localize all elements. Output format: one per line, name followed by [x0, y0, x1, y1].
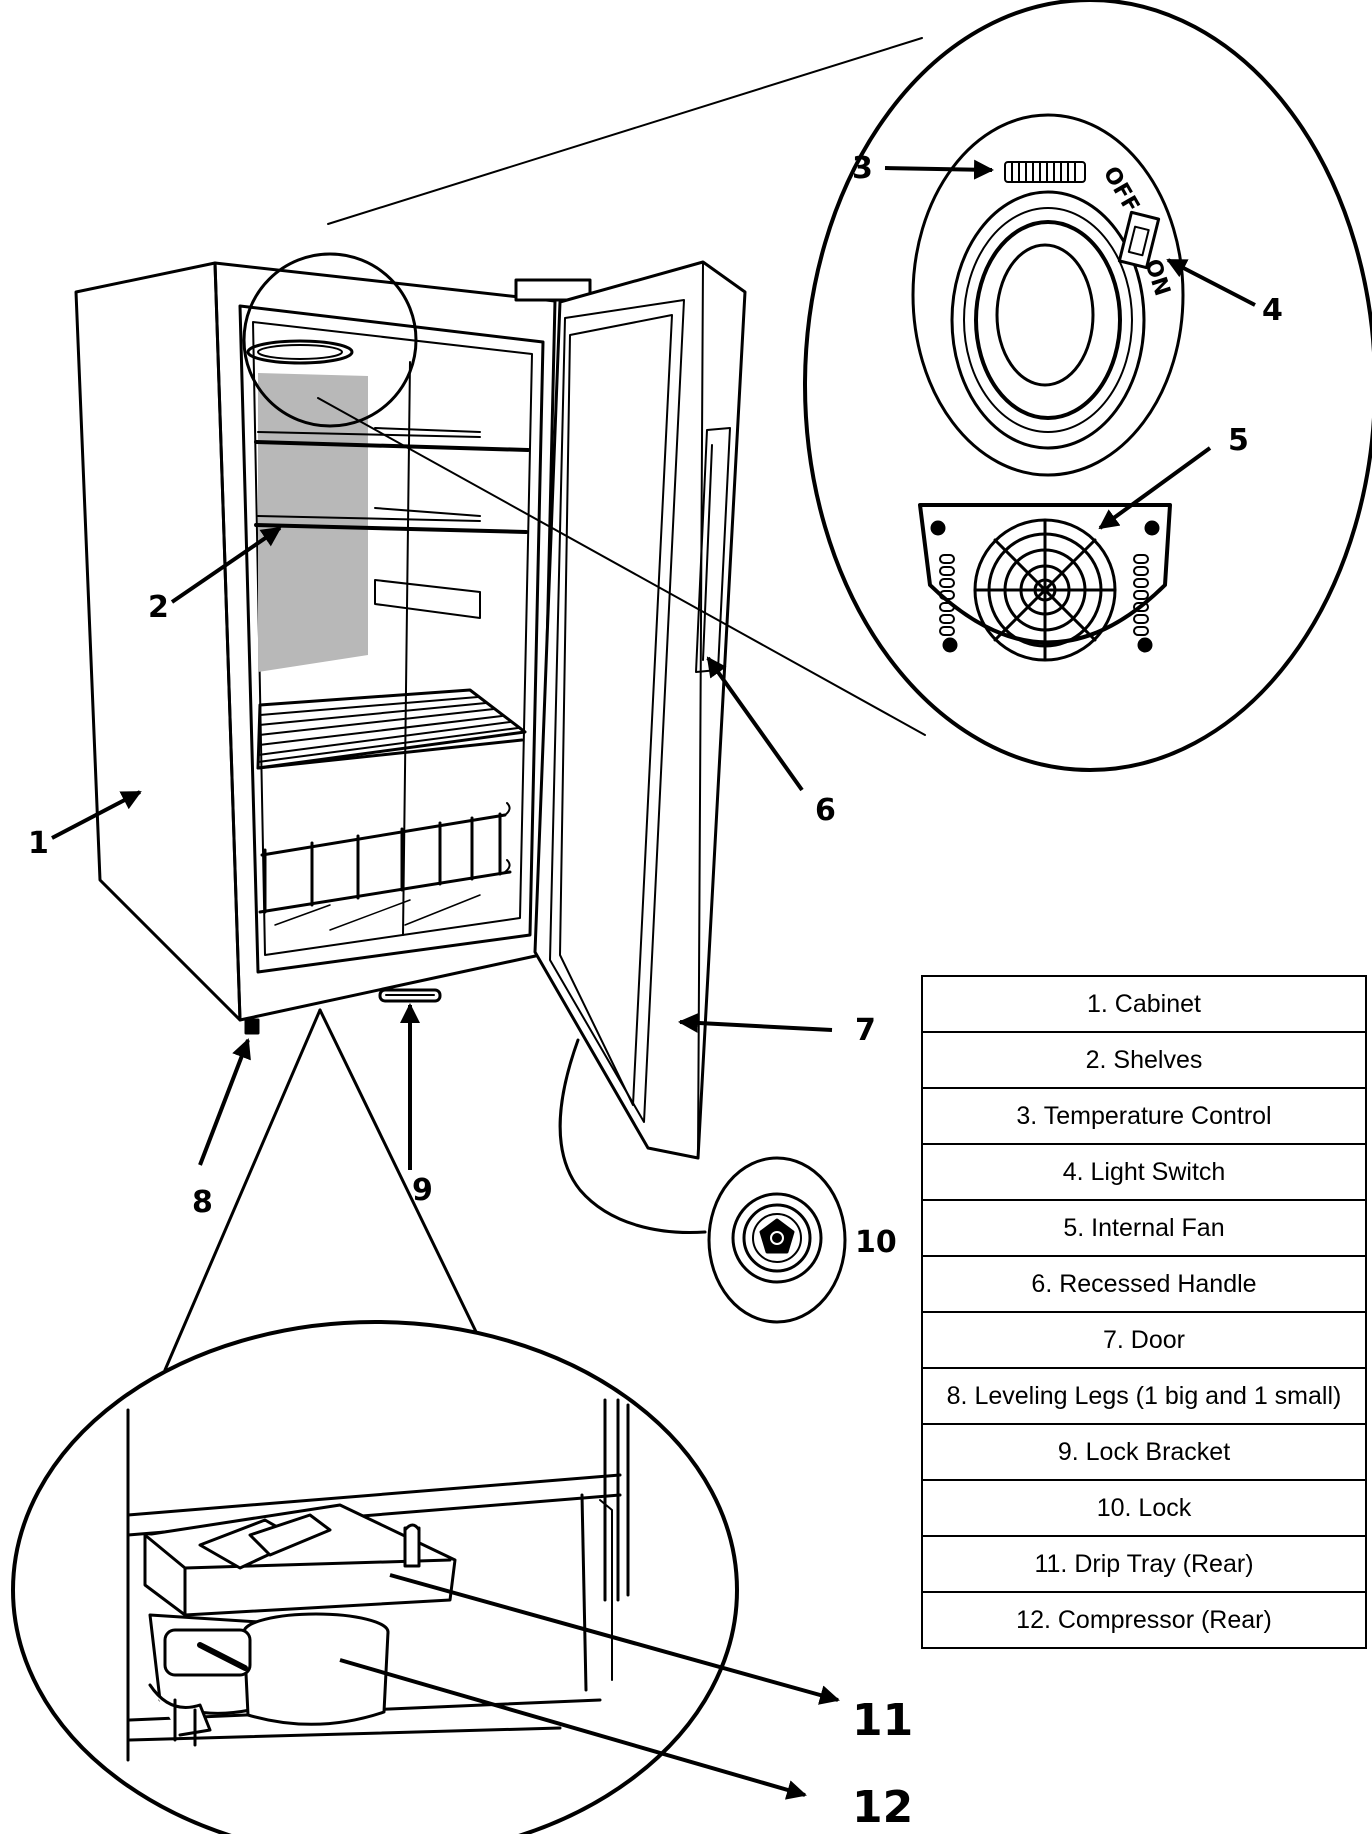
callout-arrow-4: [1166, 258, 1256, 307]
legend-cell: 1. Cabinet: [921, 975, 1367, 1033]
callout-arrow-5: [1098, 446, 1212, 530]
legend-cell: 5. Internal Fan: [921, 1199, 1367, 1257]
callout-label-2: 2: [148, 590, 169, 625]
callout-label-4: 4: [1262, 293, 1283, 328]
light-housing: [246, 339, 354, 365]
lock-leader-line: [558, 1038, 707, 1234]
legend-row: 12. Compressor (Rear): [921, 1591, 1367, 1649]
door-glass: [559, 314, 673, 1106]
shelf-top: [254, 440, 530, 452]
legend-row: 11. Drip Tray (Rear): [921, 1535, 1367, 1593]
bottom-basket: [258, 802, 512, 914]
legend-cell: 2. Shelves: [921, 1031, 1367, 1089]
legend-row: 1. Cabinet: [921, 975, 1367, 1033]
legend-cell: 8. Leveling Legs (1 big and 1 small): [921, 1367, 1367, 1425]
cabinet: [74, 261, 592, 1022]
door-inner-frame: [549, 299, 685, 1123]
fan-grille: [973, 518, 1117, 662]
floor-lines: [274, 894, 481, 931]
door-lock: [707, 1156, 847, 1324]
rear-bracket: [374, 579, 481, 619]
control-panel: [911, 113, 1185, 477]
compressor: [148, 1612, 390, 1747]
rear-compartment: [126, 1398, 630, 1762]
legend-row: 4. Light Switch: [921, 1143, 1367, 1201]
legend-row: 2. Shelves: [921, 1031, 1367, 1089]
legend-cell: 6. Recessed Handle: [921, 1255, 1367, 1313]
legend-row: 3. Temperature Control: [921, 1087, 1367, 1145]
back-panel: [258, 373, 368, 672]
temperature-control-dial[interactable]: [1004, 161, 1086, 183]
cabinet-inner-liner: [238, 304, 545, 974]
legend-cell: 9. Lock Bracket: [921, 1423, 1367, 1481]
callout-arrow-1: [51, 790, 142, 840]
leveling-leg: [244, 1018, 260, 1035]
callout-arrow-3: [884, 159, 994, 180]
callout-label-5: 5: [1228, 423, 1249, 458]
cabinet-side-panel: [74, 261, 242, 1022]
legend-cell: 12. Compressor (Rear): [921, 1591, 1367, 1649]
top-zoom-detail: [803, 0, 1372, 772]
legend-cell: 7. Door: [921, 1311, 1367, 1369]
callout-arrow-12: [339, 1658, 807, 1800]
callout-arrow-11: [389, 1573, 840, 1705]
door: [533, 260, 747, 1160]
legend-row: 10. Lock: [921, 1479, 1367, 1537]
lock-bracket: [378, 988, 442, 1003]
callout-label-6: 6: [815, 793, 836, 828]
light-lens: [995, 243, 1095, 387]
legend-row: 9. Lock Bracket: [921, 1423, 1367, 1481]
drip-tray: [143, 1503, 457, 1617]
callout-label-9: 9: [412, 1173, 433, 1208]
legend-row: 8. Leveling Legs (1 big and 1 small): [921, 1367, 1367, 1425]
callout-label-12: 12: [852, 1782, 913, 1833]
fan-vents-left: [939, 554, 955, 636]
callout-label-3: 3: [852, 151, 873, 186]
callout-label-8: 8: [192, 1185, 213, 1220]
parts-legend-table: 1. Cabinet 2. Shelves 3. Temperature Con…: [921, 975, 1367, 1649]
callout-label-1: 1: [28, 826, 49, 861]
internal-fan: [918, 503, 1172, 662]
legend-row: 5. Internal Fan: [921, 1199, 1367, 1257]
callout-label-10: 10: [855, 1225, 897, 1260]
top-hinge-cap: [514, 278, 592, 302]
legend-cell: 10. Lock: [921, 1479, 1367, 1537]
legend-row: 6. Recessed Handle: [921, 1255, 1367, 1313]
light-switch[interactable]: [1117, 210, 1161, 270]
callout-label-7: 7: [855, 1013, 876, 1048]
callout-arrows: [51, 159, 1256, 1800]
inner-corner-line: [402, 361, 411, 936]
shelves: [254, 427, 530, 931]
wire-shelf: [256, 688, 527, 770]
legend-cell: 3. Temperature Control: [921, 1087, 1367, 1145]
fan-vents-right: [1133, 554, 1149, 636]
top-zoom-circle: [242, 252, 418, 428]
callout-arrow-8: [198, 1038, 251, 1166]
callout-arrow-7: [678, 1012, 833, 1033]
wire-shelf-rods: [257, 696, 519, 763]
shelf-middle: [254, 523, 528, 534]
legend-cell: 11. Drip Tray (Rear): [921, 1535, 1367, 1593]
callout-arrow-6: [706, 656, 804, 792]
legend-row: 7. Door: [921, 1311, 1367, 1369]
callout-label-11: 11: [852, 1695, 913, 1746]
callout-arrow-2: [170, 526, 282, 604]
legend-cell: 4. Light Switch: [921, 1143, 1367, 1201]
